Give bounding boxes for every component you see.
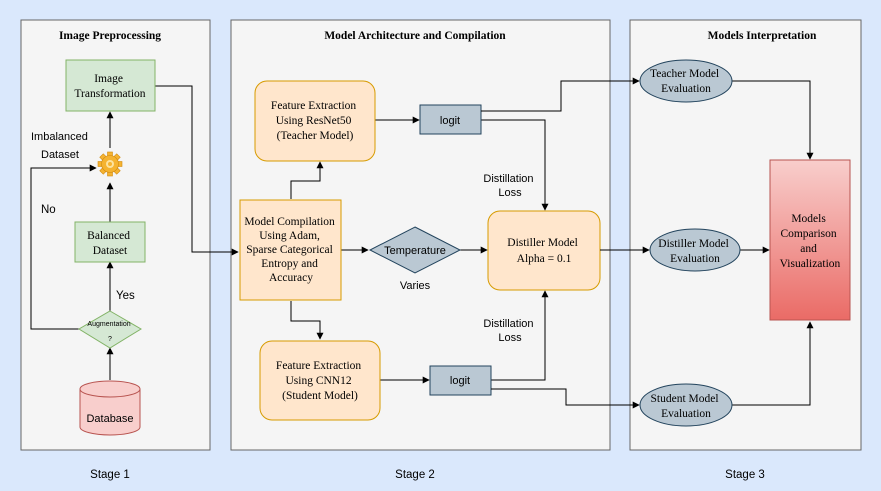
- student-eval-ellipse: [639, 383, 733, 427]
- student-logit-box: [429, 365, 492, 396]
- distiller-model-box: [487, 210, 601, 291]
- augmentation-decision: [78, 310, 142, 349]
- augmentation-label: Augmentation ?: [87, 321, 132, 343]
- database-cylinder: [79, 380, 141, 436]
- model-compilation-box: [239, 199, 342, 301]
- stage3-title: Models Interpretation: [708, 30, 817, 42]
- temperature-diamond: [368, 226, 462, 274]
- varies-label: Varies: [400, 280, 431, 292]
- balanced-dataset-label: Balanced Dataset: [87, 230, 133, 257]
- student-feature-box: [259, 340, 381, 421]
- connectors-stage3: [481, 77, 814, 409]
- connectors-stage2: [290, 116, 549, 384]
- stage-label-2: Stage 2: [395, 469, 435, 481]
- no-label: No: [41, 204, 56, 216]
- distiller-model-label: Distiller Model Alpha = 0.1: [507, 237, 580, 265]
- gear-icon: [97, 151, 123, 177]
- teacher-feature-box: [254, 80, 376, 162]
- image-transformation-label: Image Transformation: [74, 73, 145, 100]
- temperature-label: Temperature: [384, 245, 446, 257]
- distiller-eval-label: Distiller Model Evaluation: [658, 238, 731, 265]
- teacher-logit-box: [419, 104, 482, 135]
- distillation-loss-top-label: Distillation Loss: [483, 173, 536, 199]
- teacher-eval-ellipse: [639, 59, 733, 103]
- imbalanced-dataset-label: Imbalanced Dataset: [31, 131, 91, 161]
- teacher-logit-label: logit: [440, 115, 460, 127]
- comparison-box: [769, 159, 851, 321]
- student-logit-label: logit: [450, 375, 470, 387]
- teacher-eval-label: Teacher Model Evaluation: [650, 68, 722, 95]
- distiller-eval-ellipse: [649, 228, 741, 272]
- student-feature-label: Feature Extraction Using CNN12 (Student …: [276, 360, 364, 402]
- student-eval-label: Student Model Evaluation: [651, 393, 722, 420]
- stage-label-3: Stage 3: [725, 469, 765, 481]
- stage-label-1: Stage 1: [90, 469, 130, 481]
- model-compilation-label: Model Compilation Using Adam, Sparse Cat…: [244, 216, 337, 284]
- stage2-title: Model Architecture and Compilation: [324, 30, 506, 42]
- teacher-feature-label: Feature Extraction Using ResNet50 (Teach…: [271, 100, 359, 142]
- image-transformation-box: [65, 59, 156, 112]
- stage1-title: Image Preprocessing: [59, 30, 161, 42]
- distillation-loss-bottom-label: Distillation Loss: [483, 318, 536, 344]
- comparison-label: Models Comparison and Visualization: [780, 213, 841, 270]
- balanced-dataset-box: [74, 221, 146, 263]
- yes-label: Yes: [116, 290, 135, 302]
- connectors-stage1: [30, 85, 239, 380]
- database-label: Database: [86, 413, 133, 425]
